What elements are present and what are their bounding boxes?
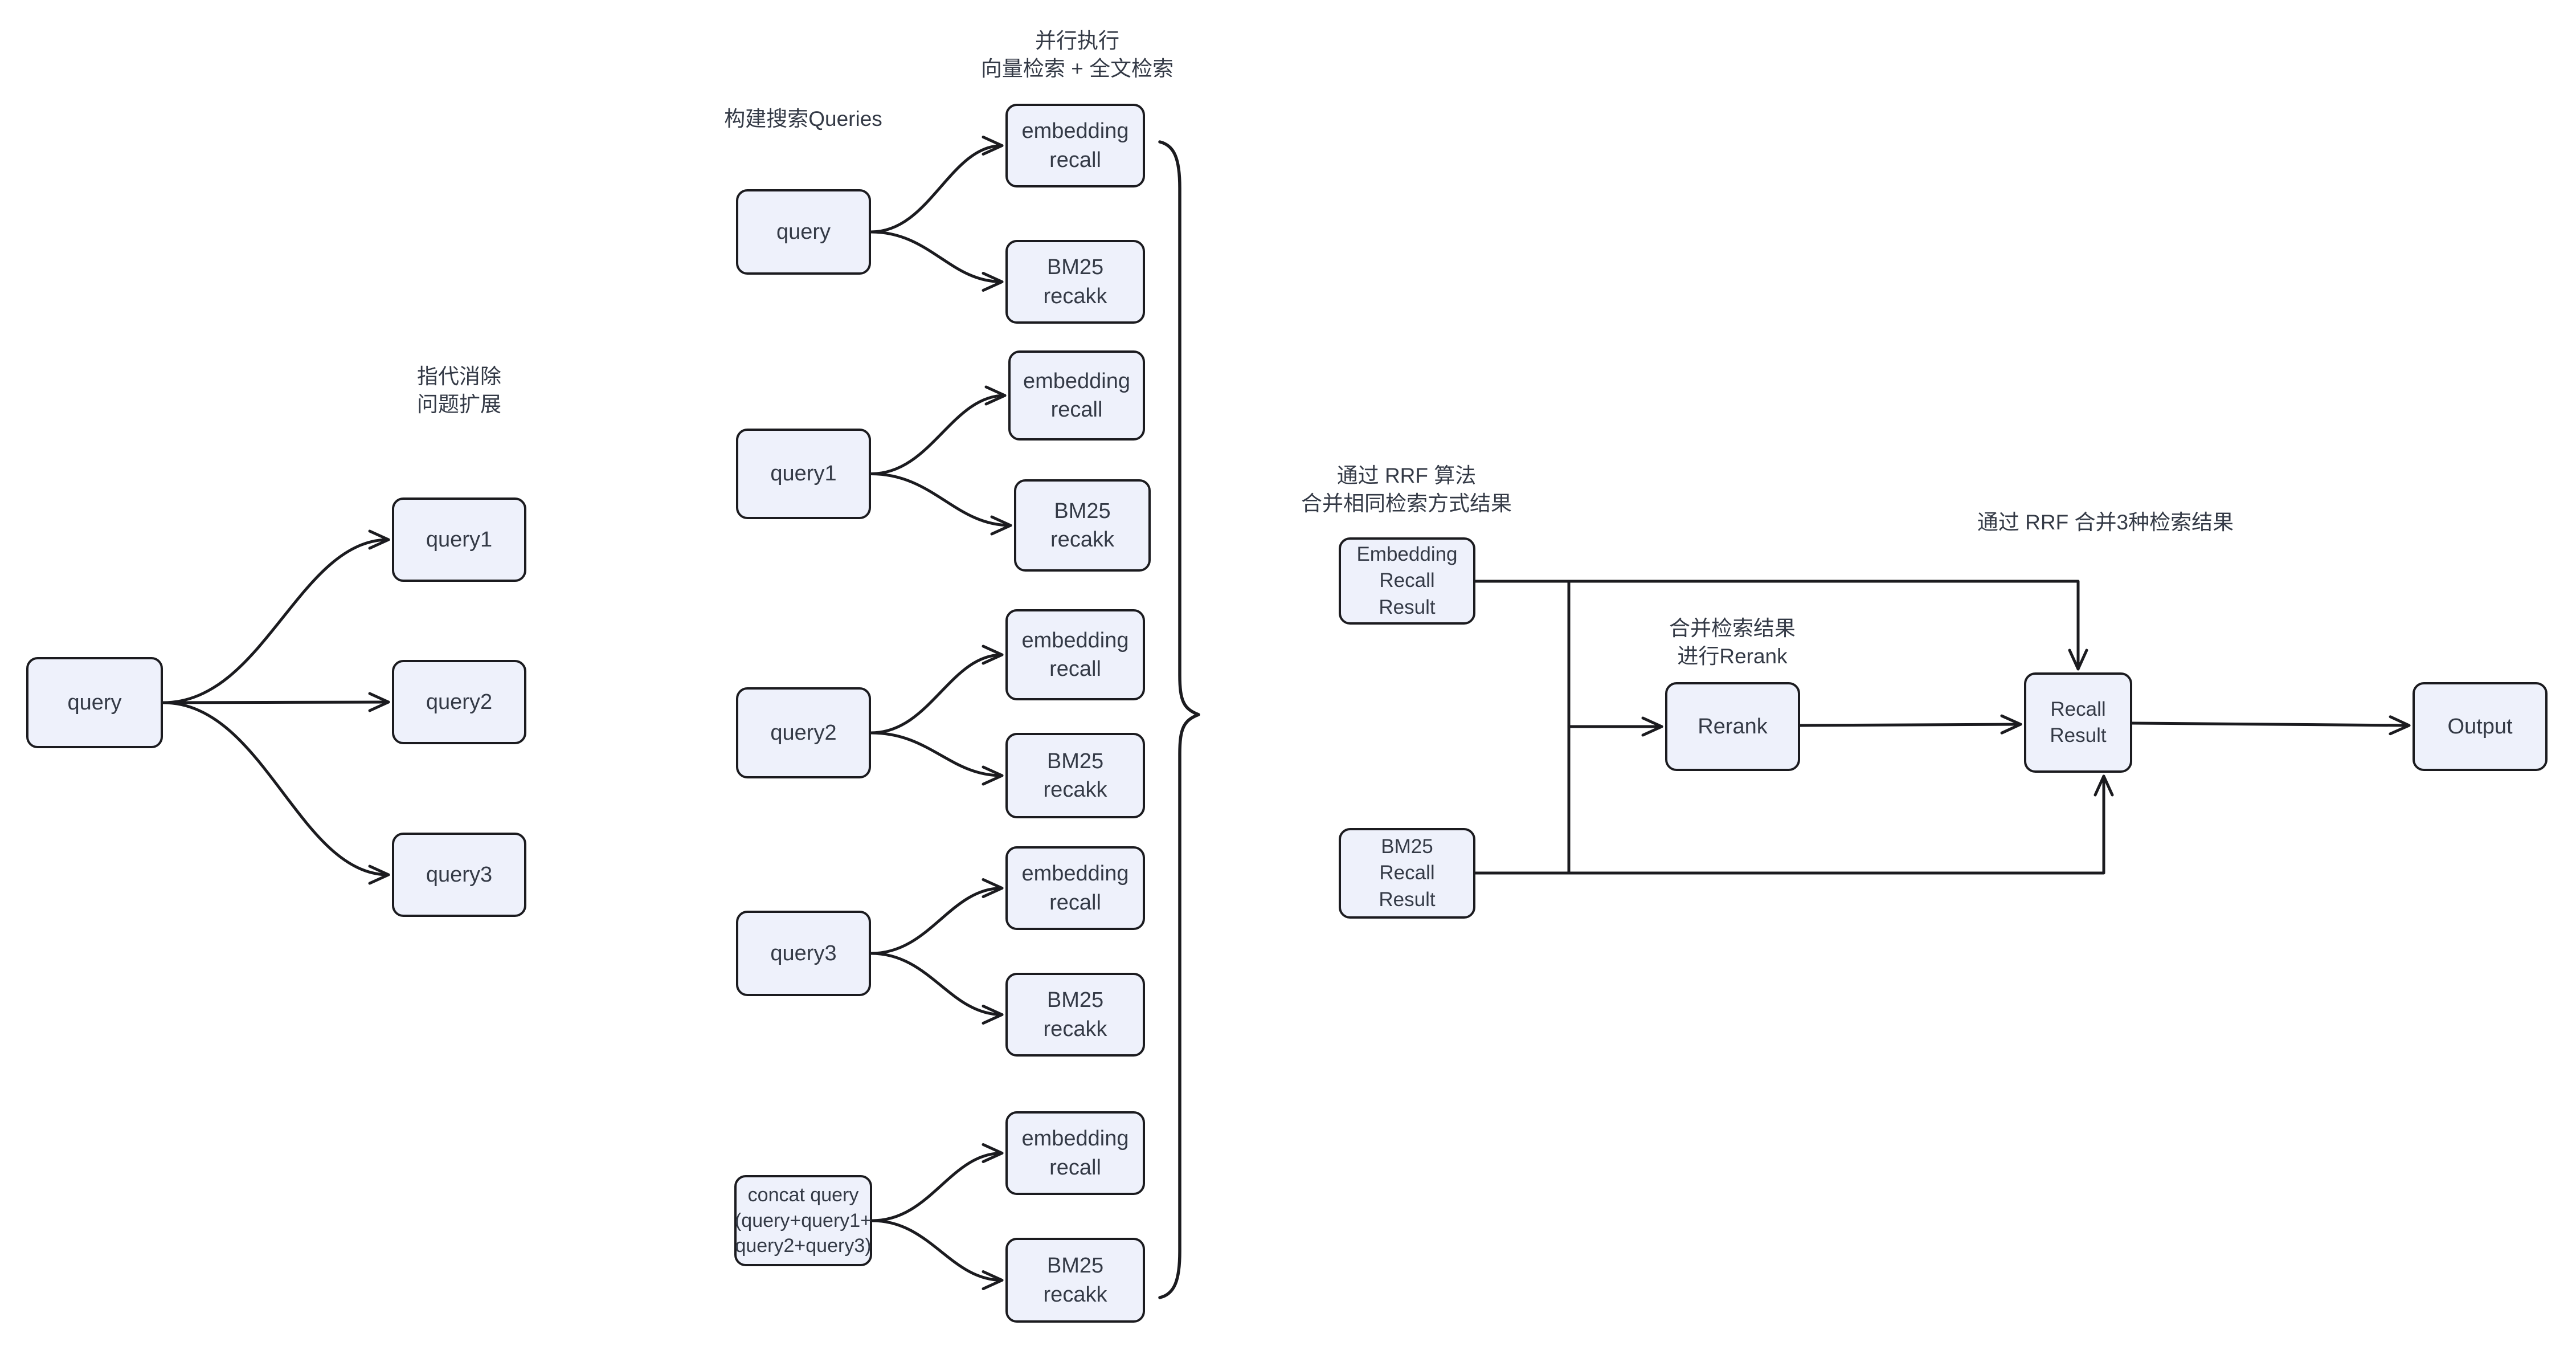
rerank-to-recall-result	[1798, 714, 2022, 735]
embedding-result-to-recall-top	[1474, 580, 2088, 671]
edge-l_query-to-l_query1	[161, 529, 390, 704]
node-m_query1: query1	[736, 429, 871, 519]
node-output: Output	[2413, 682, 2548, 771]
node-e5: embedding recall	[1005, 1111, 1145, 1195]
edge-m_concat-to-b5	[870, 1219, 1004, 1290]
annotation-merge-rerank: 合并检索结果 进行Rerank	[1669, 617, 1796, 668]
annotation-build-queries: 构建搜索Queries	[724, 107, 882, 130]
node-e2: embedding recall	[1008, 350, 1145, 441]
edge-m_query-to-e1	[869, 136, 1004, 234]
annotation-parallel-exec: 并行执行 向量检索 + 全文检索	[980, 29, 1174, 81]
node-b5: BM25 recakk	[1005, 1238, 1145, 1323]
node-b4: BM25 recakk	[1005, 973, 1145, 1057]
node-rerank: Rerank	[1665, 682, 1800, 771]
node-m_query2: query2	[736, 687, 871, 778]
edge-m_query3-to-e4	[869, 878, 1004, 955]
edge-m_query2-to-e3	[869, 645, 1004, 735]
edge-l_query-to-l_query2	[161, 692, 390, 712]
node-l_query: query	[26, 657, 163, 748]
node-b3: BM25 recakk	[1005, 733, 1145, 818]
edge-m_query1-to-b2	[869, 472, 1012, 536]
annotation-rrf-merge-same: 通过 RRF 算法 合并相同检索方式结果	[1301, 464, 1512, 516]
edge-l_query-to-l_query3	[161, 701, 390, 885]
annotation-anaphora-expand: 指代消除 问题扩展	[417, 365, 501, 417]
node-e1: embedding recall	[1005, 104, 1145, 187]
edge-m_query2-to-b3	[869, 731, 1004, 786]
node-m_concat: concat query (query+query1+ query2+query…	[734, 1175, 872, 1266]
node-e3: embedding recall	[1005, 609, 1145, 700]
edge-m_query-to-b1	[869, 230, 1004, 292]
node-b2: BM25 recakk	[1014, 479, 1151, 572]
annotation-rrf-merge-3: 通过 RRF 合并3种检索结果	[1977, 511, 2234, 534]
edge-m_query3-to-b4	[869, 952, 1004, 1025]
recall-result-to-output	[2131, 715, 2411, 736]
node-e4: embedding recall	[1005, 846, 1145, 930]
node-recall_res: Recall Result	[2024, 672, 2132, 773]
node-m_query: query	[736, 189, 871, 275]
node-l_query3: query3	[392, 833, 526, 917]
edge-m_query1-to-e2	[869, 385, 1007, 475]
node-bm_res: BM25 Recall Result	[1339, 828, 1475, 919]
bm25-result-to-recall-bottom	[1474, 774, 2114, 875]
node-l_query2: query2	[392, 660, 526, 744]
node-emb_res: Embedding Recall Result	[1339, 537, 1475, 625]
node-b1: BM25 recakk	[1005, 240, 1145, 324]
edge-m_concat-to-e5	[870, 1143, 1004, 1222]
node-l_query1: query1	[392, 497, 526, 582]
node-m_query3: query3	[736, 911, 871, 996]
curly-brace	[1158, 140, 1200, 1299]
